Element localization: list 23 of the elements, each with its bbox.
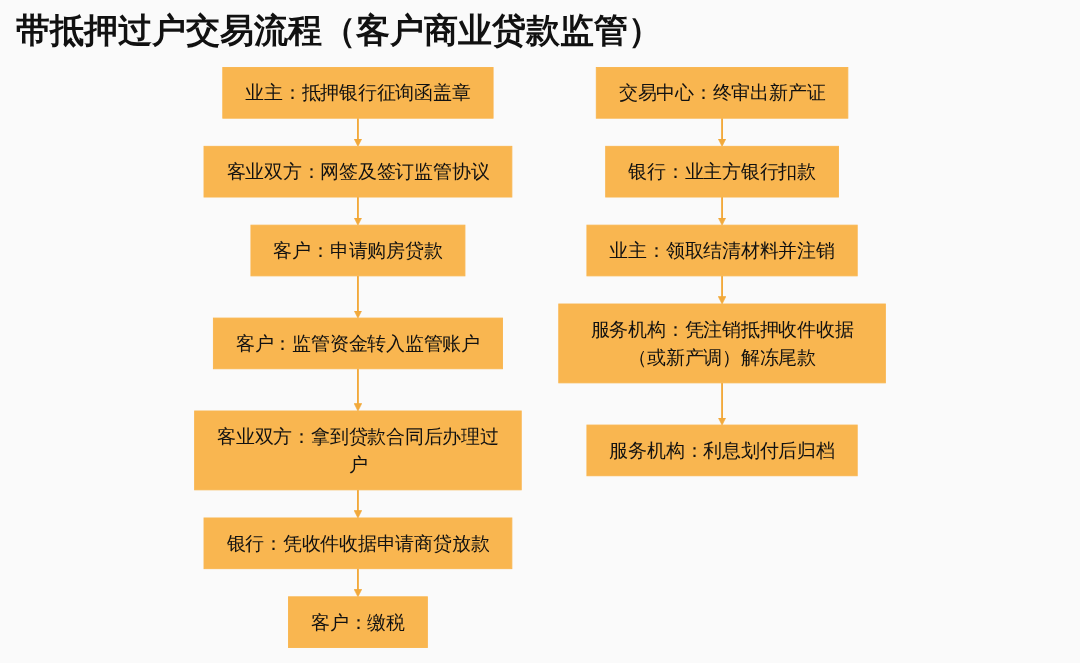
- arrow: [353, 274, 363, 319]
- arrow: [717, 274, 727, 305]
- node-box: 客业双方：拿到贷款合同后办理过户: [194, 410, 522, 491]
- node-box: 客业双方：网签及签订监管协议: [203, 145, 513, 198]
- node-box: 客户：监管资金转入监管账户: [212, 317, 503, 370]
- arrow: [353, 196, 363, 226]
- arrow: [717, 117, 727, 147]
- node-box: 银行：凭收件收据申请商贷放款: [203, 517, 513, 570]
- arrow: [353, 117, 363, 147]
- arrow: [353, 567, 363, 598]
- node-box: 业主：领取结清材料并注销: [586, 224, 858, 277]
- arrow: [717, 196, 727, 226]
- node-box: 服务机构：凭注销抵押收件收据（或新产调）解冻尾款: [558, 303, 886, 384]
- arrow: [353, 367, 363, 412]
- node-box: 交易中心：终审出新产证: [595, 67, 849, 119]
- diagram-title: 带抵押过户交易流程（客户商业贷款监管）: [16, 9, 663, 52]
- node-box: 银行：业主方银行扣款: [605, 145, 839, 198]
- arrow: [353, 488, 363, 519]
- node-box: 客户：申请购房贷款: [250, 224, 466, 277]
- node-box: 服务机构：利息划付后归档: [586, 424, 858, 477]
- node-box: 业主：抵押银行征询函盖章: [222, 67, 494, 119]
- node-box: 客户：缴税: [288, 596, 428, 648]
- arrow: [717, 381, 727, 426]
